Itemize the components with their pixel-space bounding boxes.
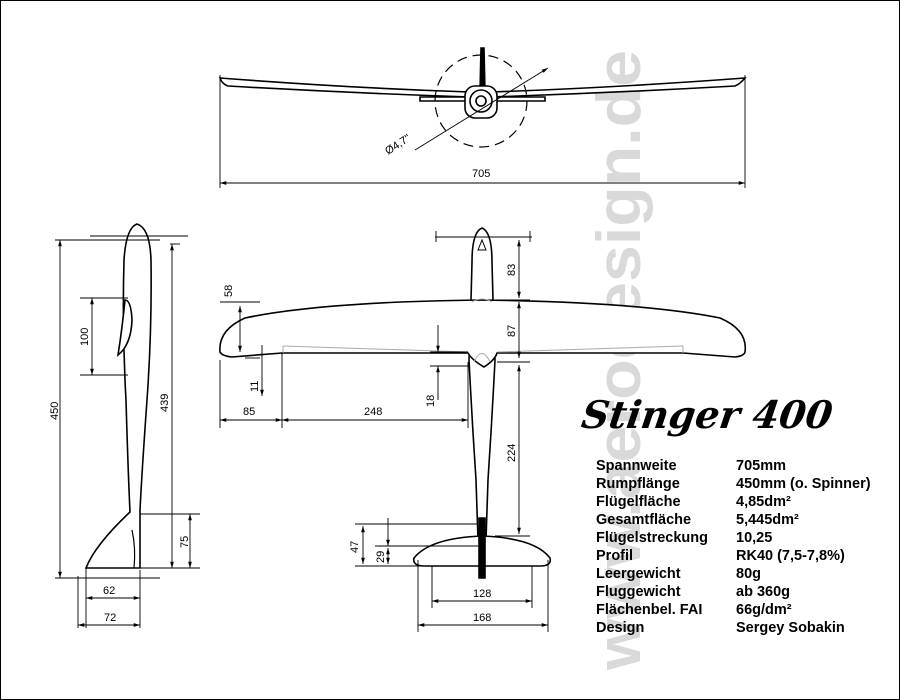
spec-row: Design Sergey Sobakin xyxy=(596,619,871,637)
spec-label: Spannweite xyxy=(596,458,677,474)
dim-top-58: 58 xyxy=(223,285,235,297)
spec-row: Fluggewicht ab 360g xyxy=(596,583,871,601)
top-wing xyxy=(219,299,747,368)
top-view xyxy=(219,227,747,579)
spec-row: Gesamtfläche 5,445dm² xyxy=(596,511,871,529)
spec-label: Profil xyxy=(596,548,634,564)
watermark-text: www.aerodesign.de xyxy=(585,50,654,671)
spec-row: Leergewicht 80g xyxy=(596,565,871,583)
front-dimensions xyxy=(219,67,746,188)
prop-circle xyxy=(434,54,528,148)
spec-row: Profil RK40 (7,5-7,8%) xyxy=(596,547,871,565)
side-view xyxy=(84,223,152,569)
spec-label: Flächenbel. FAI xyxy=(596,602,703,618)
side-dimensions xyxy=(55,235,200,628)
dim-top-85: 85 xyxy=(243,406,255,418)
dim-side-tail-62: 62 xyxy=(103,585,115,597)
spec-row: Flügelstreckung 10,25 xyxy=(596,529,871,547)
side-canopy xyxy=(116,299,133,357)
dim-front-span: 705 xyxy=(472,168,490,180)
watermark: www.aerodesign.de xyxy=(585,50,654,671)
spec-value: 450mm (o. Spinner) xyxy=(736,476,871,492)
spec-label: Leergewicht xyxy=(596,566,681,582)
spec-value: Sergey Sobakin xyxy=(736,620,845,636)
front-view xyxy=(218,47,747,148)
spec-value: ab 360g xyxy=(736,584,790,600)
spec-value: 10,25 xyxy=(736,530,773,546)
front-spinner-outer xyxy=(469,89,493,113)
front-spinner-inner xyxy=(475,95,487,107)
spec-value: 5,445dm² xyxy=(736,512,799,528)
spec-row: Spannweite 705mm xyxy=(596,457,871,475)
dim-top-83: 83 xyxy=(506,264,518,276)
model-title: Stinger 400 xyxy=(578,392,836,437)
dim-side-tail-72: 72 xyxy=(104,612,116,624)
dim-prop-diameter: Ø4,7" xyxy=(383,132,413,157)
spec-row: Flügelfläche 4,85dm² xyxy=(596,493,871,511)
top-fuselage xyxy=(468,227,496,541)
dim-top-224: 224 xyxy=(506,444,518,462)
spec-value: RK40 (7,5-7,8%) xyxy=(736,548,845,564)
dim-top-168: 168 xyxy=(473,612,491,624)
spec-value: 705mm xyxy=(736,458,786,474)
spec-row: Rumpflänge 450mm (o. Spinner) xyxy=(596,475,871,493)
spec-value: 80g xyxy=(736,566,761,582)
spec-table: Spannweite 705mm Rumpflänge 450mm (o. Spin… xyxy=(596,457,871,637)
spec-label: Design xyxy=(596,620,645,636)
dim-side-total: 450 xyxy=(49,402,61,420)
spec-value: 4,85dm² xyxy=(736,494,791,510)
side-fuselage xyxy=(84,223,152,569)
dim-side-canopy: 100 xyxy=(79,328,91,346)
dim-top-29: 29 xyxy=(375,551,387,563)
spec-label: Flügelfläche xyxy=(596,494,681,510)
spec-label: Rumpflänge xyxy=(596,476,680,492)
dim-side-tail-height: 75 xyxy=(179,536,191,548)
front-wing xyxy=(218,77,747,98)
dim-top-47: 47 xyxy=(349,541,361,553)
spec-value: 66g/dm² xyxy=(736,602,792,618)
spec-label: Gesamtfläche xyxy=(596,512,692,528)
dim-side-fuselage: 439 xyxy=(159,394,171,412)
spec-row: Flächenbel. FAI 66g/dm² xyxy=(596,601,871,619)
dim-top-248: 248 xyxy=(364,406,382,418)
top-dimensions xyxy=(219,231,549,632)
spec-label: Flügelstreckung xyxy=(596,530,708,546)
dim-top-18: 18 xyxy=(425,395,437,407)
side-fin-detail xyxy=(131,529,136,569)
dim-top-11: 11 xyxy=(249,381,261,392)
dim-top-128: 128 xyxy=(473,588,491,600)
spec-label: Fluggewicht xyxy=(596,584,681,600)
dim-top-87: 87 xyxy=(506,325,518,337)
top-rudder xyxy=(478,517,486,579)
